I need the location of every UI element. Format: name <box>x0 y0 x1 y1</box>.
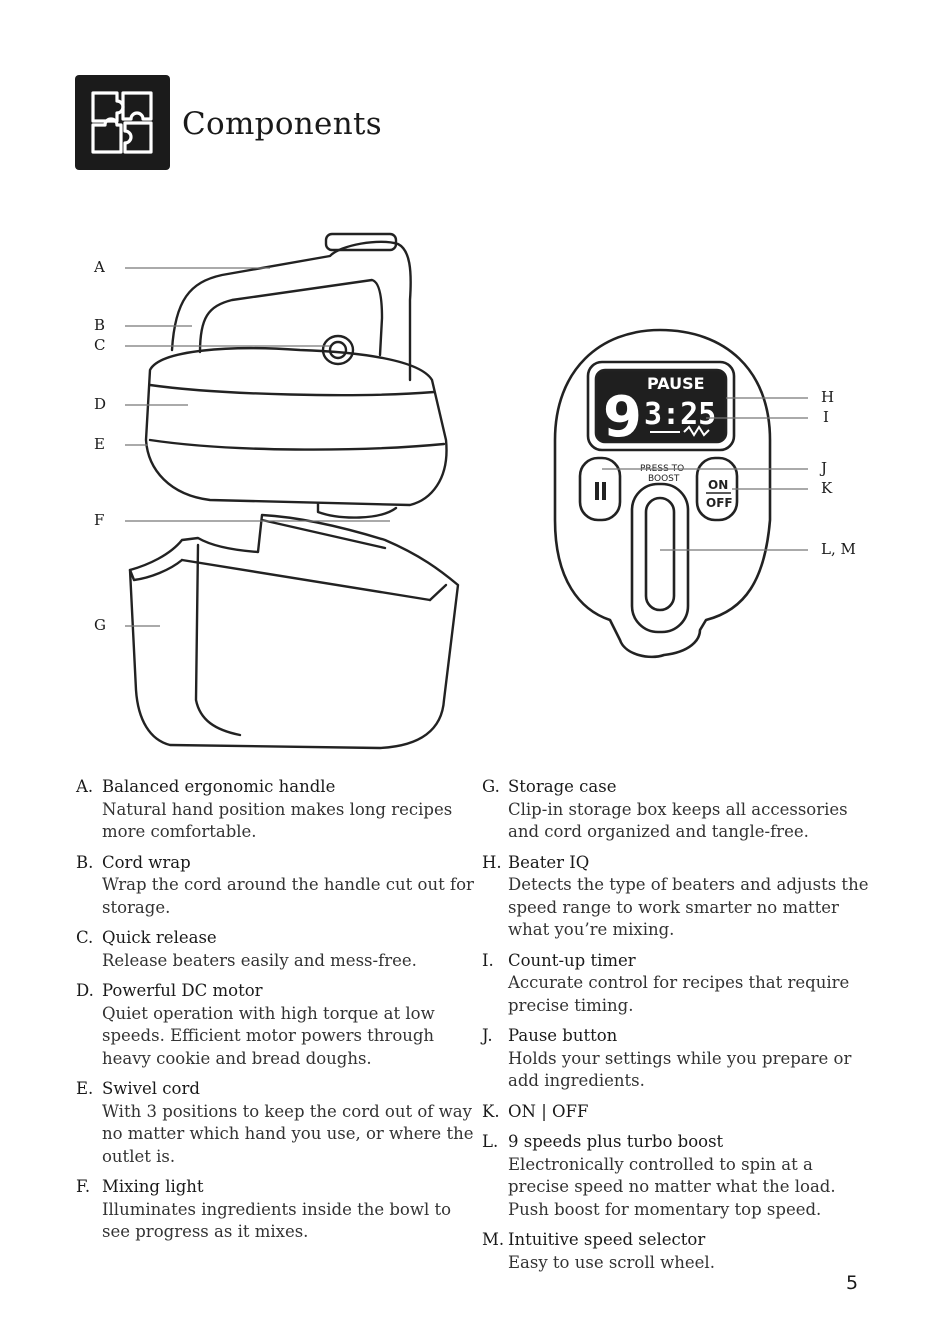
item-name: Powerful DC motor <box>102 981 263 1000</box>
item-letter: K. <box>482 1101 500 1121</box>
item-description: Clip-in storage box keeps all accessorie… <box>508 799 848 842</box>
list-item: K. ON | OFF <box>482 1101 872 1124</box>
callout-b: B <box>94 316 106 334</box>
item-letter: G. <box>482 777 500 796</box>
list-item: M.Intuitive speed selector Easy to use s… <box>482 1229 872 1274</box>
item-description: Quiet operation with high torque at low … <box>102 1003 435 1068</box>
list-item: C. Quick release Release beaters easily a… <box>76 927 476 972</box>
puzzle-icon <box>75 75 170 170</box>
on-label: ON <box>708 478 728 492</box>
callout-a: A <box>94 258 105 276</box>
components-list-left: A. Balanced ergonomic handle Natural hand… <box>76 776 476 1252</box>
item-name: 9 speeds plus turbo boost <box>508 1132 724 1151</box>
list-item: D. Powerful DC motor Quiet operation with… <box>76 980 476 1070</box>
page-title: Components <box>182 106 382 142</box>
item-name: Storage case <box>508 777 617 796</box>
item-name: Swivel cord <box>102 1079 200 1098</box>
item-name: Balanced ergonomic handle <box>102 777 336 796</box>
list-item: L. 9 speeds plus turbo boost Electronical… <box>482 1131 872 1221</box>
callout-j: J <box>821 459 828 477</box>
item-letter: B. <box>76 852 94 872</box>
list-item: A. Balanced ergonomic handle Natural hand… <box>76 776 476 844</box>
callout-i: I <box>823 408 829 426</box>
item-letter: E. <box>76 1079 94 1098</box>
list-item: H. Beater IQ Detects the type of beaters … <box>482 852 872 942</box>
item-letter: F. <box>76 1177 91 1196</box>
callout-d: D <box>94 395 107 413</box>
item-name: Cord wrap <box>102 852 191 872</box>
item-description: Holds your settings while you prepare or… <box>508 1048 852 1091</box>
item-name: Quick release <box>102 928 217 947</box>
callout-g: G <box>94 616 106 634</box>
item-letter: L. <box>482 1132 499 1151</box>
item-description: Electronically controlled to spin at a p… <box>508 1154 836 1219</box>
list-item: B. Cord wrap Wrap the cord around the han… <box>76 852 476 920</box>
callout-k: K <box>821 479 833 497</box>
list-item: G. Storage case Clip-in storage box keeps… <box>482 776 872 844</box>
item-description: Detects the type of beaters and adjusts … <box>508 875 869 939</box>
list-item: I. Count-up timer Accurate control for re… <box>482 950 872 1018</box>
item-letter: C. <box>76 928 94 947</box>
list-item: F. Mixing light Illuminates ingredients i… <box>76 1176 476 1244</box>
list-item: J. Pause button Holds your settings while… <box>482 1025 872 1093</box>
item-description: Illuminates ingredients inside the bowl … <box>102 1199 452 1242</box>
item-name: Mixing light <box>102 1177 204 1196</box>
status-label: PAUSE <box>647 374 705 393</box>
mixer-illustration: 9 PAUSE 3:25 PRESS TO BOOST ON OFF <box>125 232 808 750</box>
item-description: Natural hand position makes long recipes… <box>102 799 453 842</box>
timer-display: 3:25 <box>644 397 716 432</box>
components-list-right: G. Storage case Clip-in storage box keeps… <box>482 776 872 1282</box>
off-label: OFF <box>706 496 733 510</box>
item-description: Wrap the cord around the handle cut out … <box>102 875 474 917</box>
item-name: Beater IQ <box>508 852 590 872</box>
item-name: ON | OFF <box>508 1101 589 1121</box>
item-letter: A. <box>76 777 94 796</box>
item-name: Intuitive speed selector <box>508 1230 706 1249</box>
item-description: Easy to use scroll wheel. <box>508 1252 715 1272</box>
item-letter: D. <box>76 981 94 1000</box>
callout-e: E <box>94 435 105 453</box>
callout-h: H <box>821 388 835 406</box>
item-letter: H. <box>482 852 502 872</box>
item-name: Count-up timer <box>508 950 636 970</box>
boost-label-2: BOOST <box>648 474 680 484</box>
item-letter: I. <box>482 950 494 970</box>
page-number: 5 <box>846 1272 859 1294</box>
callout-lm: L, M <box>821 540 856 558</box>
speed-digit: 9 <box>603 385 642 450</box>
item-letter: M. <box>482 1230 505 1249</box>
item-description: Accurate control for recipes that requir… <box>508 973 850 1015</box>
item-description: Release beaters easily and mess-free. <box>102 950 417 970</box>
item-letter: J. <box>482 1026 493 1045</box>
callout-f: F <box>94 511 105 529</box>
callout-c: C <box>94 336 106 354</box>
item-name: Pause button <box>508 1026 618 1045</box>
item-description: With 3 positions to keep the cord out of… <box>102 1101 474 1166</box>
list-item: E. Swivel cord With 3 positions to keep t… <box>76 1078 476 1168</box>
